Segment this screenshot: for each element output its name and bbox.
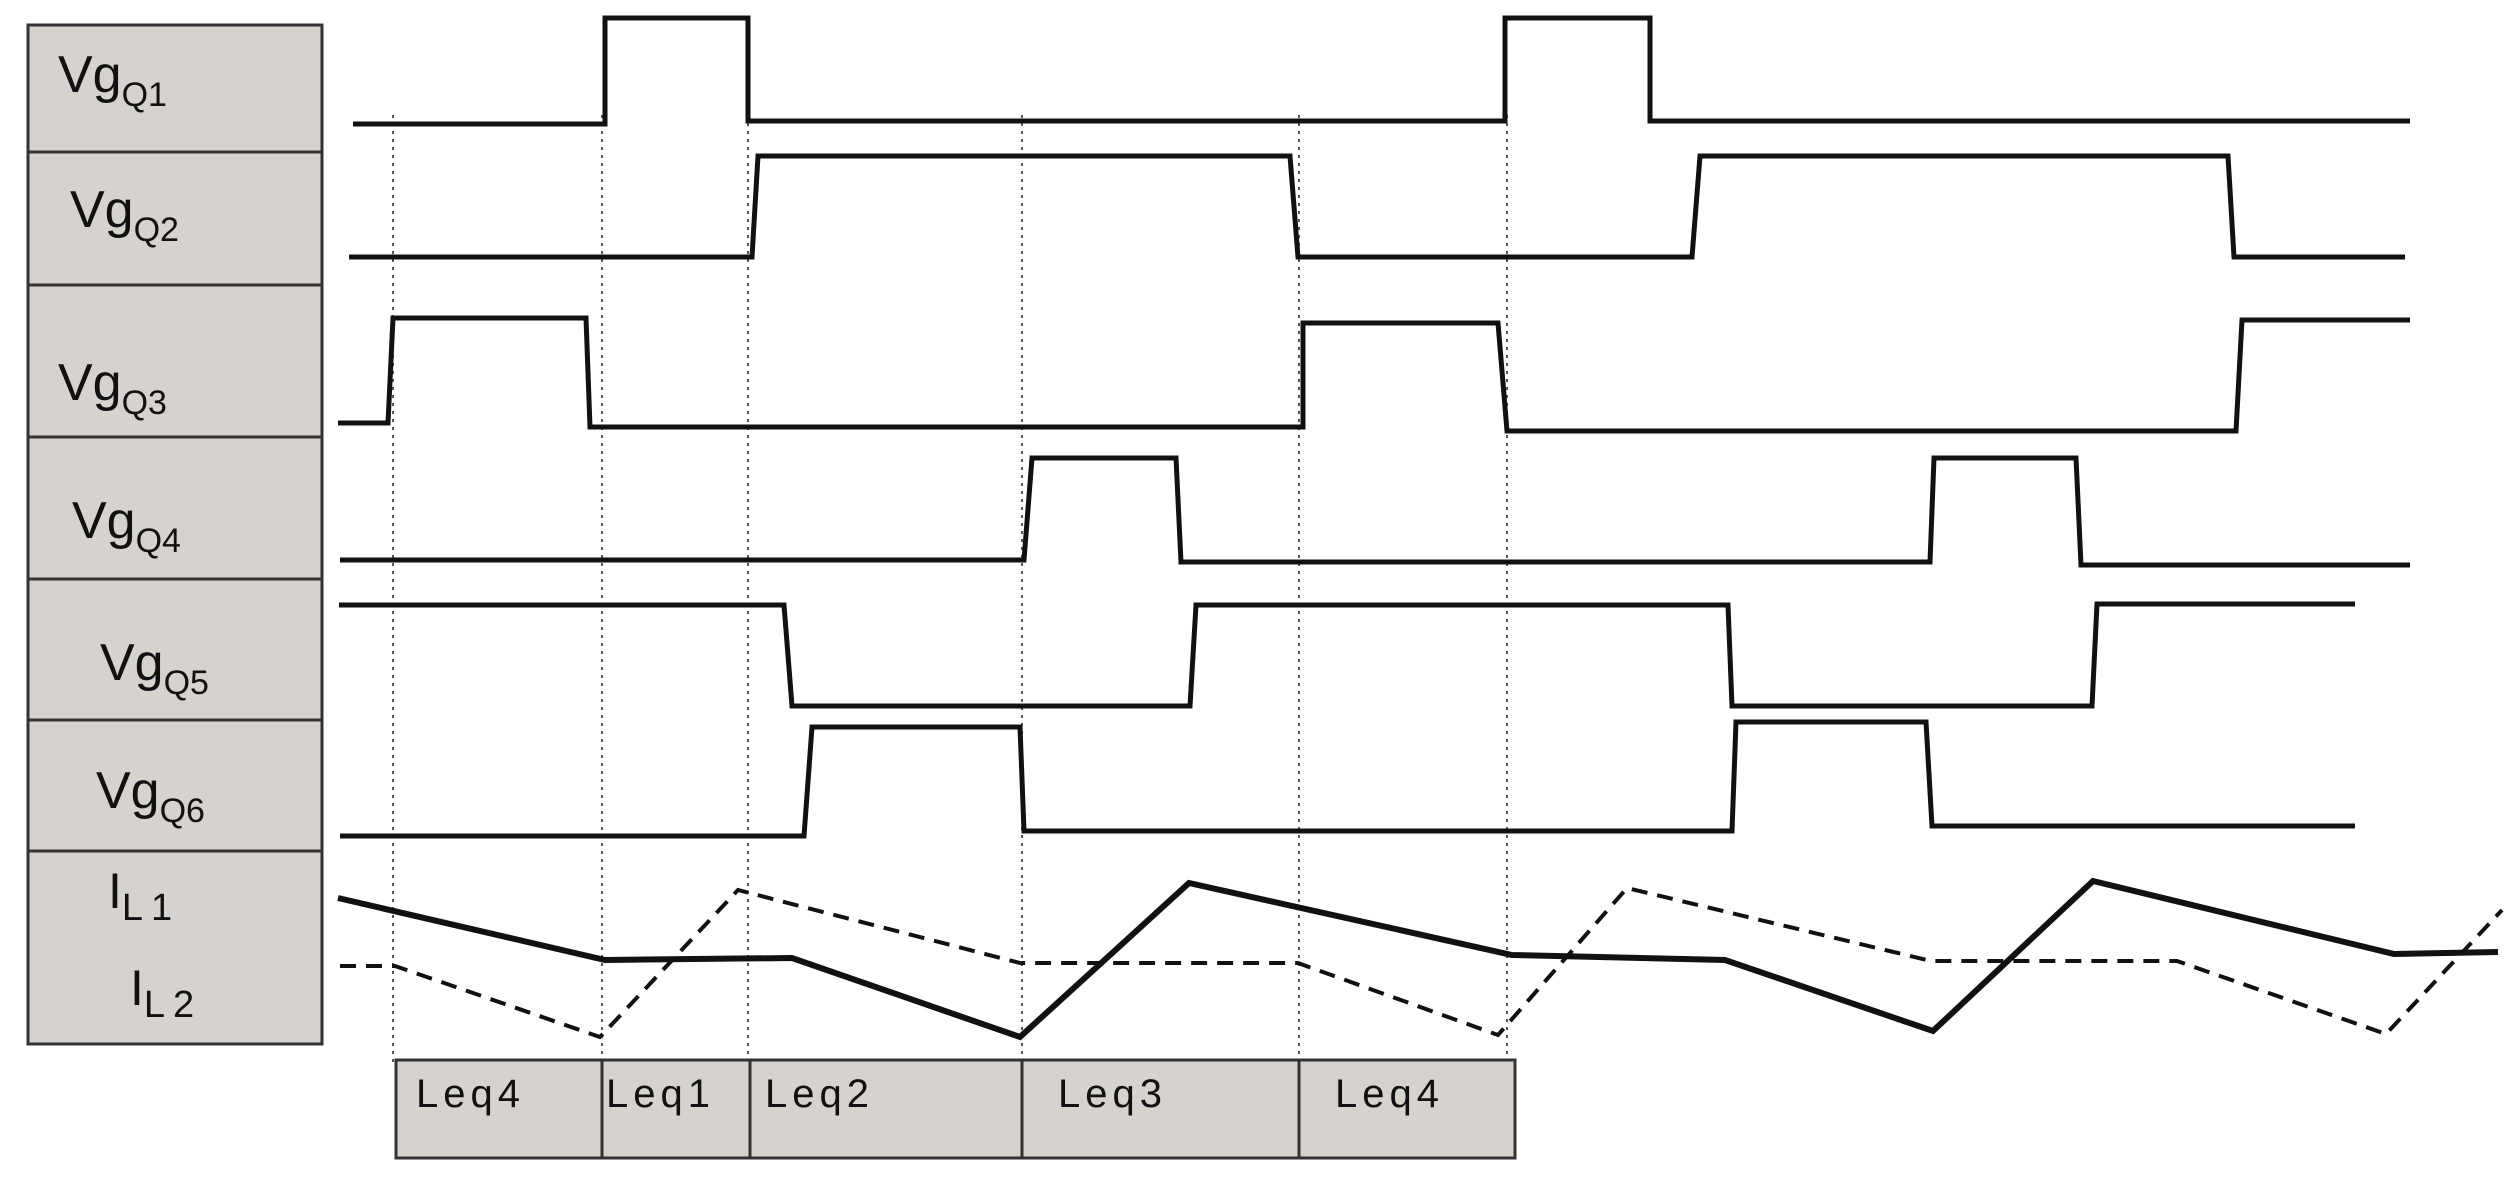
interval-label-4: Leq3 bbox=[1058, 1072, 1167, 1116]
label-cell-q3 bbox=[26, 283, 324, 439]
label-il1: IL1 bbox=[108, 863, 180, 929]
label-vg-q5: VgQ5 bbox=[100, 634, 209, 702]
waveform-il1 bbox=[337, 877, 2499, 1041]
interval-box-1 bbox=[394, 1058, 604, 1160]
waveform-vg-q6 bbox=[340, 719, 2355, 839]
interval-label-1: Leq4 bbox=[416, 1072, 525, 1116]
label-vg-q1: VgQ1 bbox=[58, 46, 167, 114]
waveform-vg-q5 bbox=[339, 601, 2355, 709]
label-cell-q4 bbox=[26, 435, 324, 581]
label-vg-q3: VgQ3 bbox=[58, 354, 167, 422]
label-il2: IL2 bbox=[130, 960, 202, 1026]
interval-box-3 bbox=[748, 1058, 1024, 1160]
waveform-vg-q4 bbox=[340, 455, 2410, 568]
interval-box-4 bbox=[1020, 1058, 1301, 1160]
interval-label-5: Leq4 bbox=[1335, 1072, 1444, 1116]
label-column bbox=[26, 23, 324, 1046]
waveform-vg-q2 bbox=[349, 153, 2405, 260]
interval-label-2: Leq1 bbox=[606, 1072, 715, 1116]
waveform-il2 bbox=[340, 885, 2504, 1040]
label-vg-q4: VgQ4 bbox=[72, 492, 181, 560]
label-vg-q2: VgQ2 bbox=[70, 181, 179, 249]
label-cell-q2 bbox=[26, 150, 324, 287]
waveform-vg-q1 bbox=[353, 15, 2410, 127]
interval-box-2 bbox=[600, 1058, 752, 1160]
label-cell-currents bbox=[26, 849, 324, 1046]
label-cell-q1 bbox=[26, 23, 324, 154]
label-cell-q6 bbox=[26, 718, 324, 853]
interval-label-3: Leq2 bbox=[765, 1072, 874, 1116]
interval-box-5 bbox=[1297, 1058, 1517, 1160]
interval-bar bbox=[394, 1058, 1517, 1160]
interval-markers bbox=[392, 115, 1508, 1062]
label-vg-q6: VgQ6 bbox=[96, 762, 205, 830]
waveform-vg-q3 bbox=[338, 315, 2410, 434]
